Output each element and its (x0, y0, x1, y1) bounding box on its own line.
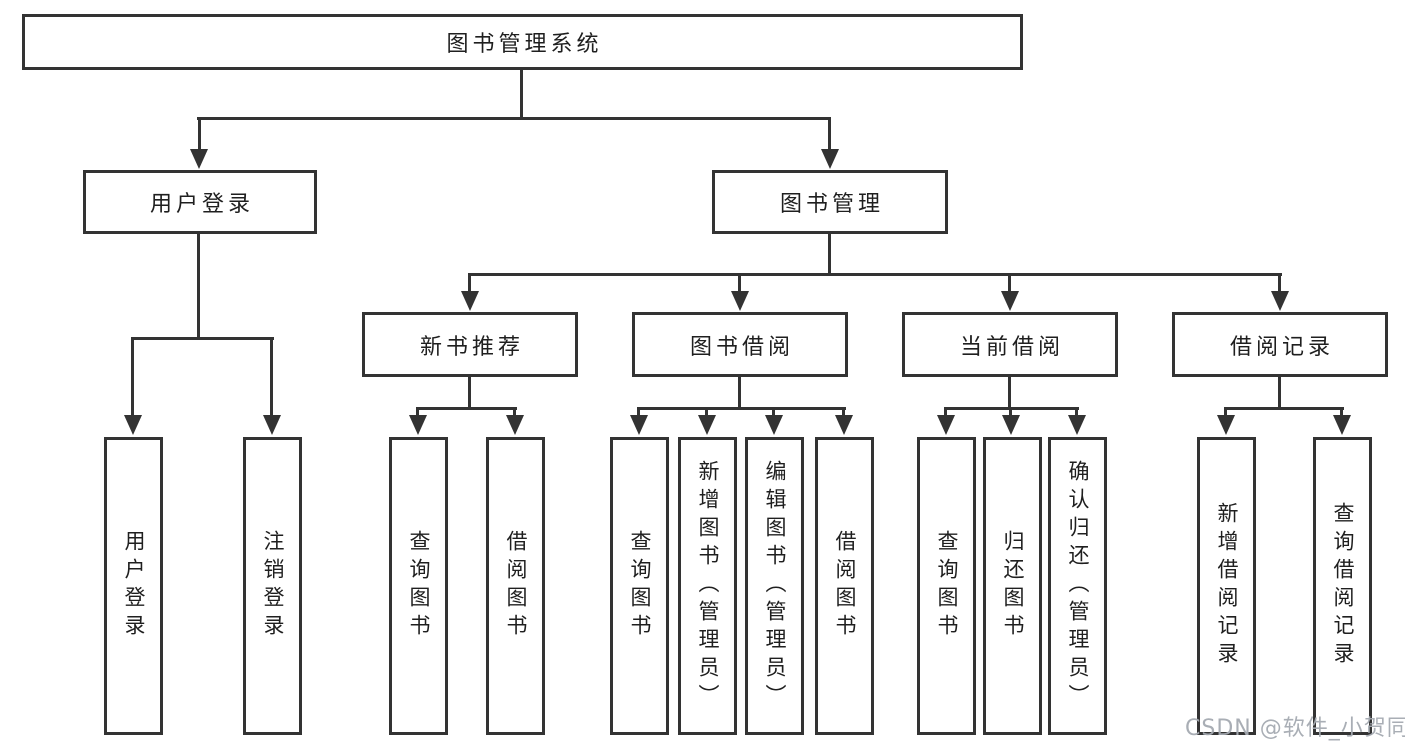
leaf-label: 查询图书 (628, 530, 652, 642)
connector-book-mgmt-crossbar (468, 273, 1282, 276)
connector-to-leaf (772, 407, 775, 418)
arrow-down-icon (835, 415, 853, 435)
connector-to-leaf (705, 407, 708, 418)
leaf-label: 注销登录 (261, 530, 285, 642)
leaf-borrow-books: 借阅图书 (815, 437, 874, 735)
connector-root-crossbar (197, 117, 831, 120)
leaf-label: 借阅图书 (504, 530, 528, 642)
node-current-borrowing: 当前借阅 (902, 312, 1118, 377)
connector-group-crossbar (1224, 407, 1344, 410)
connector-group-stem (468, 377, 471, 409)
arrow-down-icon (1271, 291, 1289, 311)
arrow-down-icon (765, 415, 783, 435)
arrow-down-icon (461, 291, 479, 311)
leaf-confirm-return-admin: 确认归还（管理员） (1048, 437, 1107, 735)
leaf-label: 新增图书（管理员） (696, 460, 720, 712)
connector-to-leaf (1075, 407, 1078, 418)
connector-to-leaf (1340, 407, 1343, 418)
arrow-down-icon (1068, 415, 1086, 435)
arrow-down-icon (731, 291, 749, 311)
connector-group-crossbar (416, 407, 517, 410)
connector-group-stem (1278, 377, 1281, 409)
arrow-down-icon (1217, 415, 1235, 435)
arrow-down-icon (409, 415, 427, 435)
connector-to-leaf (1009, 407, 1012, 418)
node-label: 图书借阅 (689, 334, 794, 360)
node-book-management: 图书管理 (712, 170, 948, 234)
connector-to-book-mgmt (828, 117, 831, 151)
node-label: 新书推荐 (419, 334, 524, 360)
leaf-label: 新增借阅记录 (1215, 502, 1239, 670)
leaf-label: 借阅图书 (833, 530, 857, 642)
node-label: 借阅记录 (1229, 334, 1334, 360)
connector-user-login-stem (197, 233, 200, 339)
leaf-label: 查询借阅记录 (1331, 502, 1355, 670)
leaf-user-login: 用户登录 (104, 437, 163, 735)
node-label: 图书管理 (779, 192, 884, 217)
node-book-borrowing: 图书借阅 (632, 312, 848, 377)
leaf-query-books-current: 查询图书 (917, 437, 976, 735)
connector-to-group (468, 273, 471, 293)
arrow-down-icon (506, 415, 524, 435)
leaf-label: 查询图书 (407, 530, 431, 642)
connector-to-leaf (944, 407, 947, 418)
connector-to-group (1278, 273, 1281, 293)
connector-to-group (1008, 273, 1011, 293)
connector-to-leaf (1224, 407, 1227, 418)
leaf-label: 确认归还（管理员） (1066, 460, 1090, 712)
leaf-query-books-recommend: 查询图书 (389, 437, 448, 735)
leaf-return-books: 归还图书 (983, 437, 1042, 735)
connector-to-leaf (131, 337, 134, 418)
connector-book-mgmt-stem (828, 233, 831, 275)
leaf-logout: 注销登录 (243, 437, 302, 735)
connector-to-leaf (842, 407, 845, 418)
node-borrowing-records: 借阅记录 (1172, 312, 1388, 377)
connector-root-stem (520, 69, 523, 119)
arrow-down-icon (821, 149, 839, 169)
connector-group-stem (738, 377, 741, 409)
connector-to-group (738, 273, 741, 293)
connector-group-crossbar (637, 407, 846, 410)
node-library-system: 图书管理系统 (22, 14, 1023, 70)
arrow-down-icon (1001, 291, 1019, 311)
leaf-label: 查询图书 (935, 530, 959, 642)
arrow-down-icon (124, 415, 142, 435)
node-label: 用户登录 (149, 192, 254, 217)
leaf-borrow-books-recommend: 借阅图书 (486, 437, 545, 735)
watermark-text: CSDN @软件_小贺同学 (1185, 716, 1405, 741)
leaf-query-borrow-record: 查询借阅记录 (1313, 437, 1372, 735)
leaf-add-book-admin: 新增图书（管理员） (678, 437, 737, 735)
connector-to-leaf (416, 407, 419, 418)
node-label: 图书管理系统 (446, 32, 603, 57)
node-user-login: 用户登录 (83, 170, 317, 234)
connector-to-leaf (270, 337, 273, 418)
leaf-label: 编辑图书（管理员） (763, 460, 787, 712)
connector-to-leaf (513, 407, 516, 418)
leaf-label: 用户登录 (122, 530, 146, 642)
arrow-down-icon (937, 415, 955, 435)
node-new-book-recommend: 新书推荐 (362, 312, 578, 377)
arrow-down-icon (263, 415, 281, 435)
arrow-down-icon (1002, 415, 1020, 435)
arrow-down-icon (190, 149, 208, 169)
leaf-edit-book-admin: 编辑图书（管理员） (745, 437, 804, 735)
leaf-add-borrow-record: 新增借阅记录 (1197, 437, 1256, 735)
leaf-query-books-borrowing: 查询图书 (610, 437, 669, 735)
arrow-down-icon (698, 415, 716, 435)
arrow-down-icon (630, 415, 648, 435)
node-label: 当前借阅 (959, 334, 1064, 360)
arrow-down-icon (1333, 415, 1351, 435)
connector-user-login-crossbar (131, 337, 274, 340)
connector-to-leaf (637, 407, 640, 418)
connector-group-stem (1008, 377, 1011, 409)
leaf-label: 归还图书 (1001, 530, 1025, 642)
connector-to-user-login (198, 117, 201, 151)
